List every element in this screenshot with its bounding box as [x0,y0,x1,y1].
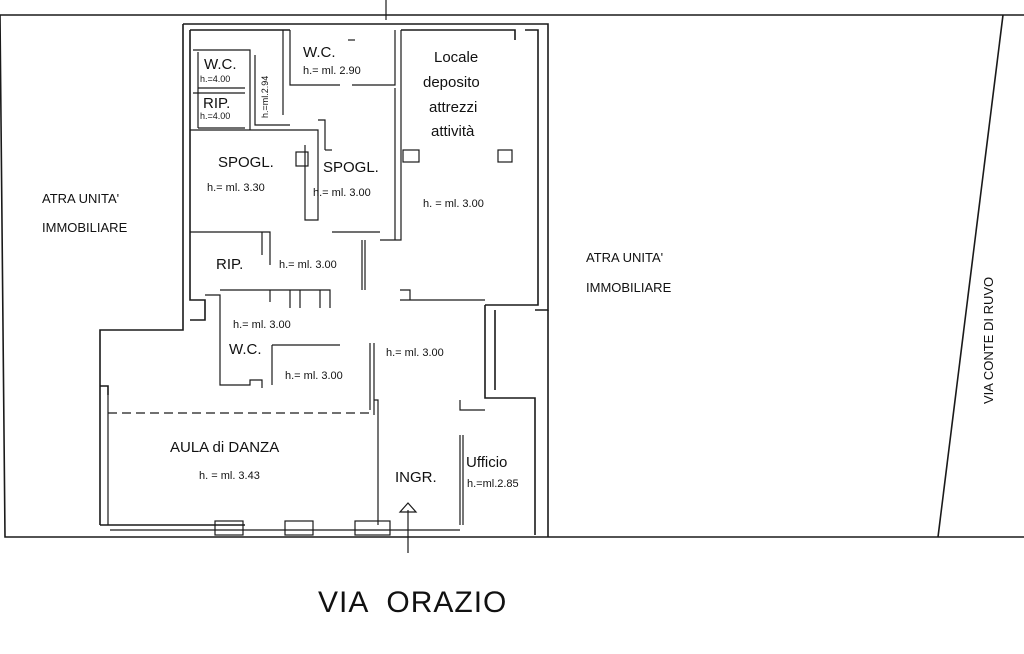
property-boundaries [0,0,1024,538]
spogl2-label: SPOGL. [323,159,379,176]
left-neighbor-line2: IMMOBILIARE [42,220,128,235]
entrance-arrow [398,502,418,553]
fixtures [402,149,513,163]
ingresso-label: INGR. [395,469,437,486]
street-right: VIA CONTE DI RUVO [981,277,996,404]
street-bottom: VIA ORAZIO [318,586,507,619]
deposito-label-line2: deposito [423,74,480,91]
right-neighbor-line2: IMMOBILIARE [586,280,672,295]
deposito-label-line3: attrezzi [429,99,477,116]
wc1-height: h.=4.00 [200,74,230,84]
spogl1-height: h.= ml. 3.30 [207,182,265,194]
wc2-label: W.C. [303,44,336,61]
right-neighbor-line1: ATRA UNITA' [586,250,663,265]
wc2-height: h.= ml. 2.90 [303,65,361,77]
left-neighbor-line1: ATRA UNITA' [42,191,119,206]
deposito-label-line1: Locale [434,49,478,66]
deposito-height: h. = ml. 3.00 [423,198,484,210]
deposito-label-line4: attività [431,123,475,140]
rip1-height: h.=4.00 [200,111,230,121]
ufficio-height: h.=ml.2.85 [467,478,519,490]
unit-outer-walls [99,23,549,537]
wc1-label: W.C. [204,56,237,73]
spogl1-label: SPOGL. [218,154,274,171]
wc3-label: W.C. [229,341,262,358]
aula-height: h. = ml. 3.43 [199,470,260,482]
center-height: h.= ml. 3.00 [386,347,444,359]
rip2-height: h.= ml. 3.00 [279,259,337,271]
wc3-height: h.= ml. 3.00 [285,370,343,382]
wc1-vertical-height: h.=ml.2.94 [260,76,270,118]
rip1-label: RIP. [203,95,230,112]
aula-label: AULA di DANZA [170,439,279,456]
ufficio-label: Ufficio [466,454,507,471]
spogl2-height: h.= ml. 3.00 [313,187,371,199]
rip2-label: RIP. [216,256,243,273]
corridor-height: h.= ml. 3.00 [233,319,291,331]
interior-walls [110,30,485,536]
